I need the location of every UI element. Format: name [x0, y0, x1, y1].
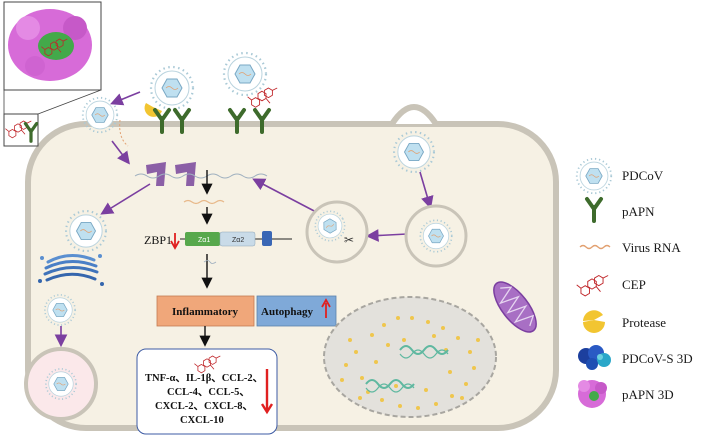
zbp1-protein: ZBP1 Zα1 Zα2 — [144, 231, 292, 250]
za2-label: Zα2 — [232, 237, 244, 244]
virion-cep-bound — [222, 51, 278, 134]
arrow-to-golgi-vesicle — [100, 183, 151, 215]
papn-3d-inset — [3, 1, 102, 147]
exocytosis-vesicle — [24, 347, 98, 421]
ribosome-complex — [134, 162, 268, 186]
golgi-apparatus — [38, 254, 104, 286]
legend-pdcov: PDCoV — [622, 168, 664, 183]
legend-virus-rna-icon — [579, 244, 611, 250]
legend-pdcov-s-3d-icon — [578, 345, 611, 370]
arrow-to-release — [365, 229, 408, 242]
nucleus — [323, 296, 497, 418]
legend: PDCoV pAPN Virus RNA CEP Protease PDCoV-… — [575, 157, 693, 408]
arrow-to-rna — [252, 178, 319, 214]
legend-virus-rna: Virus RNA — [622, 240, 681, 255]
cytokine-line-4: CXCL-10 — [180, 415, 224, 426]
za1-label: Zα1 — [198, 237, 210, 244]
scissors-icon: ✂ — [344, 233, 354, 247]
inflammatory-label: Inflammatory — [172, 306, 238, 318]
legend-papn-icon — [585, 197, 603, 223]
cytokine-line-2: CCL-4、CCL-5、 — [167, 387, 250, 398]
legend-pdcov-icon — [575, 157, 613, 195]
cytokine-box — [136, 348, 278, 435]
autophagy-label: Autophagy — [261, 306, 313, 318]
legend-papn-3d-icon — [578, 380, 607, 408]
inflammatory-box — [156, 295, 255, 327]
cytokine-down-arrow — [260, 369, 274, 415]
arrow-endosome-down — [419, 171, 434, 210]
legend-protease: Protease — [622, 315, 666, 330]
cytokine-line-3: CXCL-2、CXCL-8、 — [155, 401, 253, 412]
legend-cep-icon — [576, 275, 609, 297]
endosome — [404, 204, 468, 268]
legend-pdcov-s-3d: PDCoV-S 3D — [622, 351, 693, 366]
fusion-vesicle: ✂ — [305, 200, 369, 264]
cytokine-line-1: TNF-α、IL-1β、CCL-2、 — [145, 373, 263, 384]
arrow-to-membrane — [110, 91, 141, 106]
legend-papn-3d: pAPN 3D — [622, 387, 674, 402]
autophagy-up-arrow — [321, 298, 331, 318]
legend-papn: pAPN — [622, 204, 655, 219]
autophagy-box — [256, 295, 337, 327]
zbp1-label: ZBP1 — [144, 233, 172, 247]
arrow-to-ribosome — [111, 140, 130, 165]
mitochondrion — [493, 281, 537, 333]
legend-protease-icon — [583, 320, 605, 333]
virus-rna-strand — [183, 199, 225, 205]
legend-cep: CEP — [622, 277, 646, 292]
